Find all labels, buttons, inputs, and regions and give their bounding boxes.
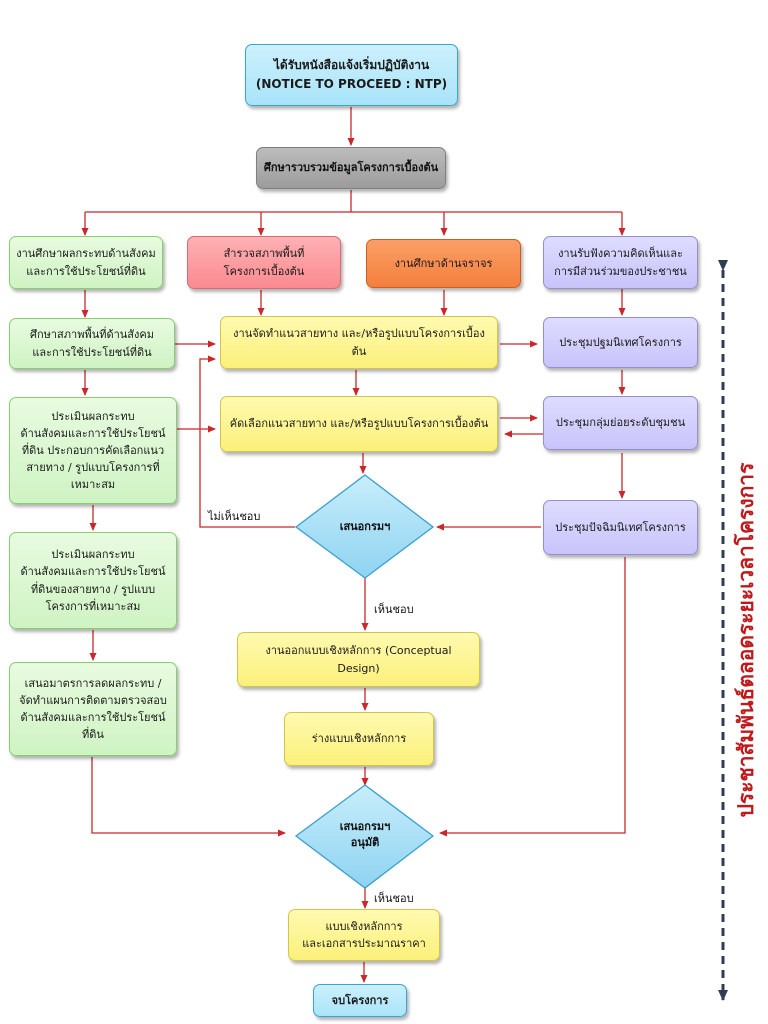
social-area-study-node: ศึกษาสภาพพื้นที่ด้านสังคม และการใช้ประโย… [9,318,175,369]
mitigation-plan-node: เสนอมาตรการลดผลกระทบ / จัดทำแผนการติดตาม… [9,662,177,756]
traffic-study-node: งานศึกษาด้านจราจร [366,239,521,288]
design-docs-node: แบบเชิงหลักการ และเอกสารประมาณราคา [288,909,440,961]
end-node: จบโครงการ [313,984,407,1017]
social-impact-study-node: งานศึกษาผลกระทบด้านสังคม และการใช้ประโยช… [9,236,163,289]
present-department-label: เสนอกรมฯ [339,519,391,533]
site-survey-node: สำรวจสภาพพื้นที่ โครงการเบื้องต้น [187,236,341,289]
draft-design-node: ร่างแบบเชิงหลักการ [284,712,434,766]
impact-assessment-2-node: ประเมินผลกระทบ ด้านสังคมและการใช้ประโยชน… [9,532,177,629]
conceptual-design-node: งานออกแบบเชิงหลักการ (Conceptual Design) [237,632,480,687]
disagree-label: ไม่เห็นชอบ [208,510,261,523]
present-approve-label: เสนอกรมฯ อนุมัติ [339,819,391,850]
collect-data-node: ศึกษารวบรวมข้อมูลโครงการเบื้องต้น [256,147,446,189]
decision-diamond-2 [294,784,435,889]
community-meeting-node: ประชุมกลุ่มย่อยระดับชุมชน [543,396,698,450]
route-selection-node: คัดเลือกแนวสายทาง และ/หรือรูปแบบโครงการเ… [220,396,498,452]
start-node: ได้รับหนังสือแจ้งเริ่มปฏิบัติงาน (NOTICE… [245,44,458,106]
closing-meeting-node: ประชุมปัจฉิมนิเทศโครงการ [543,500,698,555]
impact-assessment-1-node: ประเมินผลกระทบ ด้านสังคมและการใช้ประโยชน… [9,397,177,504]
public-participation-node: งานรับฟังความคิดเห็นและ การมีส่วนร่วมของ… [543,236,698,289]
public-relations-side-text: ประชาสัมพันธ์ตลอดระยะเวลาโครงการ [734,462,758,818]
route-design-node: งานจัดทำแนวสายทาง และ/หรือรูปแบบโครงการเ… [220,316,498,369]
agree-label-2: เห็นชอบ [374,892,414,905]
decision-diamond-1 [294,474,435,579]
agree-label-1: เห็นชอบ [374,603,414,616]
orientation-meeting-node: ประชุมปฐมนิเทศโครงการ [543,317,698,368]
